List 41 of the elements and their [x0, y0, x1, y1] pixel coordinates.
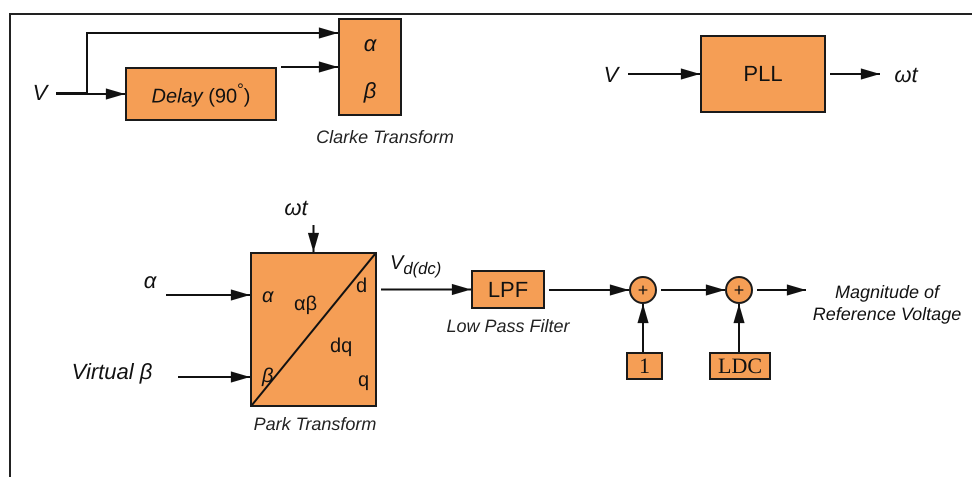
port-label: dq	[330, 336, 352, 356]
process-block: PLL	[700, 35, 826, 113]
arrow	[549, 284, 630, 296]
arrow	[166, 289, 250, 301]
signal-label: Magnitude of Reference Voltage	[812, 262, 962, 346]
arrow	[830, 68, 880, 80]
arrow	[56, 27, 338, 94]
edge-label: V$_{d(dc)}$	[390, 252, 442, 279]
arrow	[281, 61, 338, 73]
port-label: β	[364, 78, 376, 104]
summing-junction: +	[725, 276, 753, 304]
arrow	[56, 88, 126, 100]
block-caption: Clarke Transform	[315, 126, 455, 148]
arrow	[381, 284, 472, 296]
process-block: LPF	[471, 270, 545, 309]
port-label: α	[262, 286, 274, 306]
arrow	[733, 304, 745, 352]
summing-junction: +	[629, 276, 657, 304]
port-label: β	[262, 366, 274, 386]
signal-label: V	[598, 60, 624, 90]
arrow	[308, 225, 320, 252]
signal-label: ωt	[886, 60, 926, 90]
arrow	[178, 371, 250, 383]
arrow	[661, 284, 726, 296]
transform-block	[338, 18, 402, 116]
arrow	[757, 284, 806, 296]
constant-block: LDC	[709, 352, 771, 380]
block-caption: Low Pass Filter	[446, 315, 570, 338]
signal-label: V	[28, 78, 52, 108]
port-label: d	[356, 276, 368, 296]
port-label: q	[358, 370, 370, 390]
arrow	[637, 304, 649, 352]
port-label: αβ	[294, 294, 318, 314]
signal-label: α	[138, 266, 162, 296]
signal-label: ωt	[276, 193, 316, 223]
constant-block: 1	[626, 352, 663, 380]
arrow	[628, 68, 700, 80]
signal-label: Virtual β	[50, 355, 174, 389]
port-label: α	[364, 30, 376, 56]
block-caption: Park Transform	[252, 413, 378, 436]
process-block: Delay (90$^{°}$)	[125, 67, 277, 121]
